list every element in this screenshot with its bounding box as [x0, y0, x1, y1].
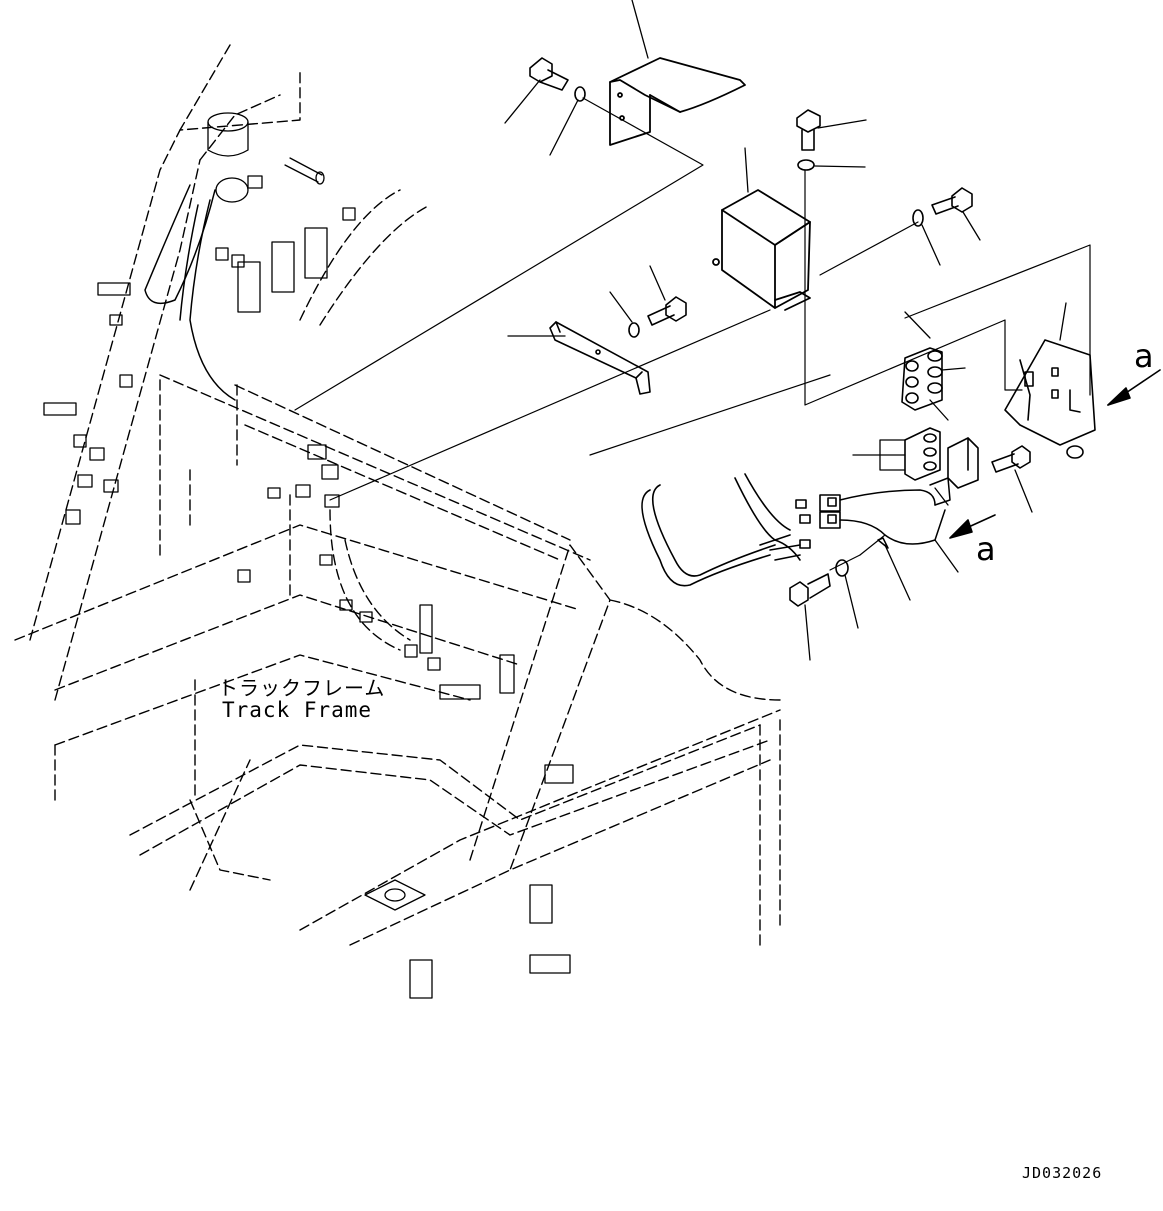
bolt-icon: [796, 109, 821, 151]
bolt-icon: [529, 57, 569, 91]
washer-icon: [797, 159, 815, 171]
wire-harness: [839, 477, 951, 549]
washer-icon: [628, 322, 640, 338]
leader-lines: [504, 0, 1067, 661]
relay-mount-plate: [1004, 339, 1096, 459]
explosion-lines: [294, 97, 1091, 571]
view-marker-a-bottom: a: [976, 530, 996, 568]
track-frame-label-en: Track Frame: [222, 698, 373, 722]
relay-block: [901, 347, 943, 411]
track-frame-label-jp: トラックフレーム: [218, 676, 386, 700]
bolt-icon: [647, 296, 687, 326]
drawing-code: JD032026: [1022, 1164, 1103, 1182]
terminal-block: [904, 427, 979, 489]
bolt-icon: [931, 187, 973, 215]
bracket: [549, 321, 651, 395]
track-frame-structure: [14, 44, 781, 946]
view-arrow-icon: [949, 369, 1161, 539]
box-cover: [712, 189, 811, 311]
bolt-icon: [789, 573, 831, 607]
top-cover-plate: [609, 57, 746, 146]
washer-icon: [835, 559, 849, 577]
view-marker-a-top: a: [1134, 337, 1154, 375]
washer-icon: [912, 209, 924, 227]
connector-icon: [819, 494, 841, 529]
hose-icon: [641, 473, 811, 587]
washer-icon: [574, 86, 586, 102]
frame-clamps: [43, 112, 574, 999]
bolt-icon: [991, 445, 1031, 473]
frame-harness: [144, 184, 236, 401]
